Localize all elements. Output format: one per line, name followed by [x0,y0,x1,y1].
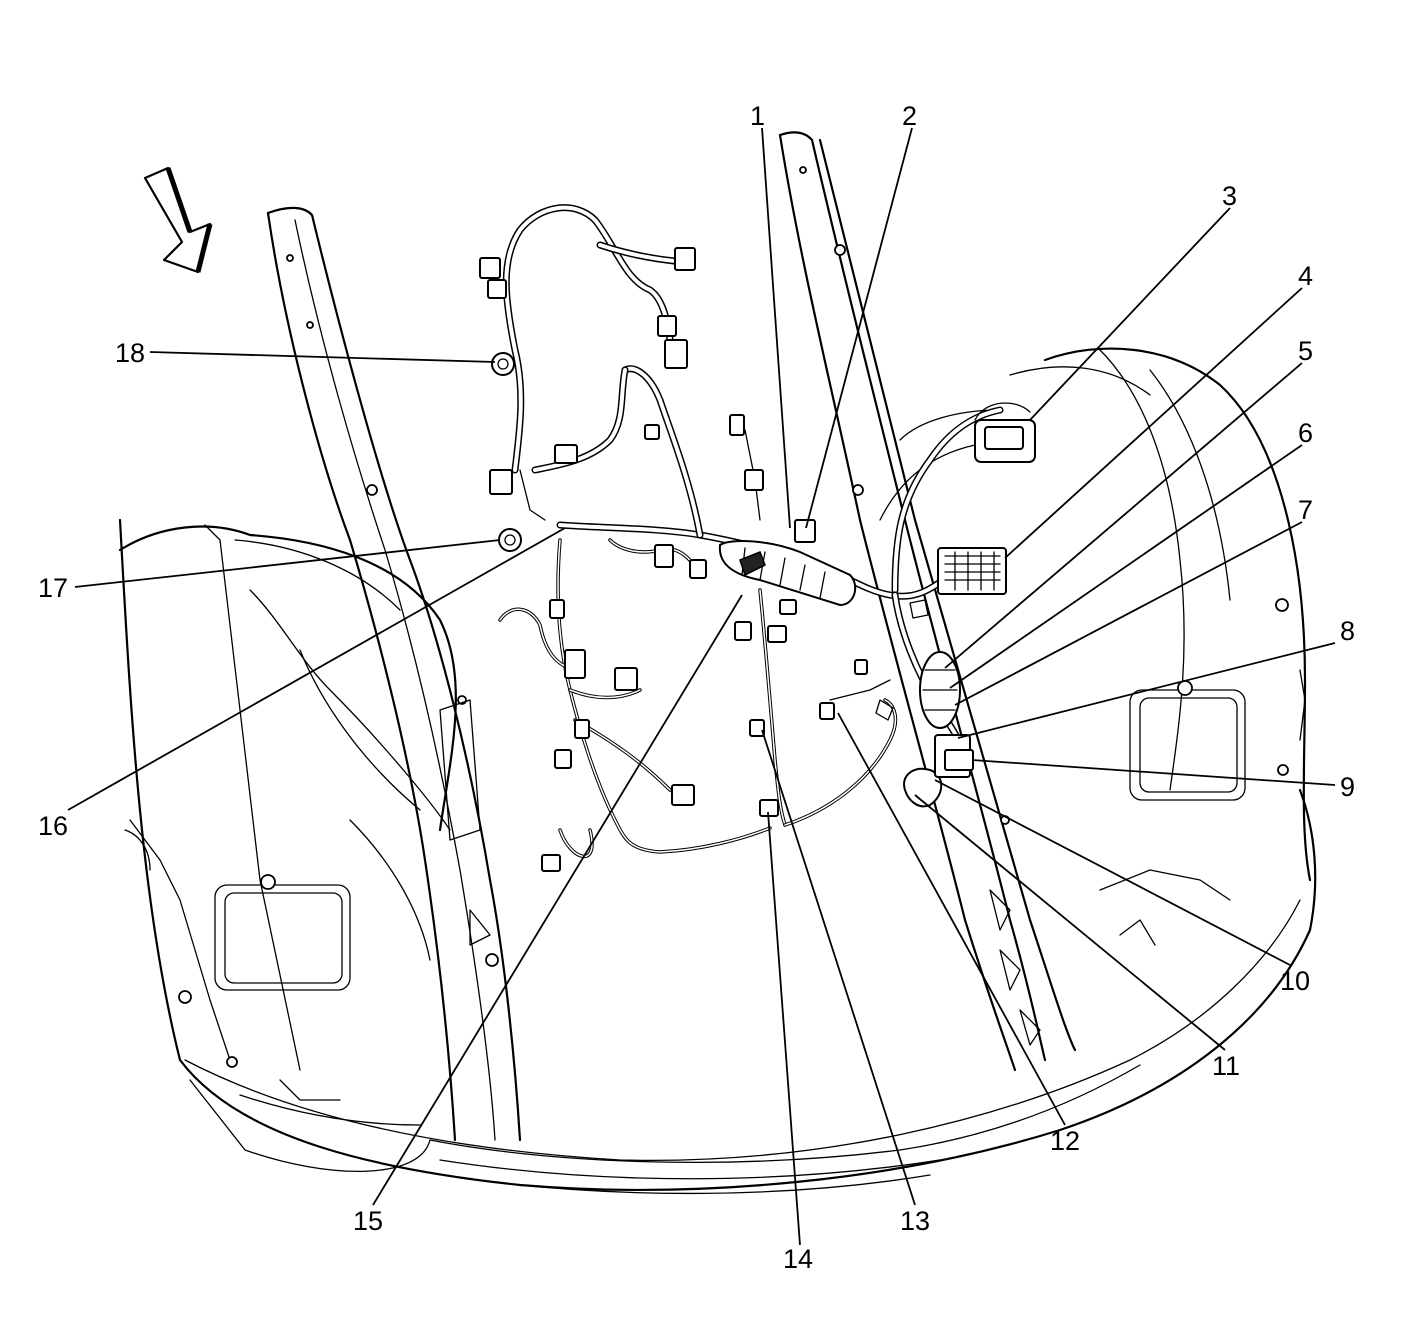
front-bumper-fascia [118,518,1317,1195]
callout-18: 18 [115,338,145,368]
callout-3: 3 [1222,181,1237,211]
callout-16: 16 [38,811,68,841]
callout-6: 6 [1298,418,1313,448]
connector-11 [903,767,943,808]
callout-15: 15 [353,1206,383,1236]
connector-15 [749,719,765,737]
callout-9: 9 [1340,772,1355,802]
connector-9 [944,749,974,771]
lower-harness-branches [498,429,898,859]
harness-junction-block [718,539,857,607]
callout-13: 13 [900,1206,930,1236]
harness-connectors [479,247,1036,872]
right-fog-lamp-opening [1129,689,1246,801]
callout-1: 1 [750,101,765,131]
callout-12: 12 [1050,1126,1080,1156]
connector-2 [794,519,816,543]
callout-7: 7 [1298,495,1313,525]
callout-2: 2 [902,101,917,131]
left-frame-rail [266,206,522,1142]
connector-18 [491,352,515,376]
left-wheelhouse [118,524,457,1101]
connector-17 [498,528,522,552]
callout-10: 10 [1280,966,1310,996]
callout-11: 11 [1212,1051,1240,1081]
callout-leader-lines [67,127,1336,1246]
callout-17: 17 [38,573,68,603]
callout-labels: 1 2 3 4 5 6 7 8 9 10 11 12 13 14 15 16 1… [38,101,1355,1274]
callout-5: 5 [1298,336,1313,366]
fuse-block-4 [937,547,1007,595]
clip-13 [819,702,835,720]
callout-8: 8 [1340,616,1355,646]
right-frame-rail [778,131,1077,1072]
left-fog-lamp-opening [214,884,351,991]
view-direction-arrow-icon [143,166,213,274]
callout-4: 4 [1298,261,1313,291]
callout-14: 14 [783,1244,813,1274]
